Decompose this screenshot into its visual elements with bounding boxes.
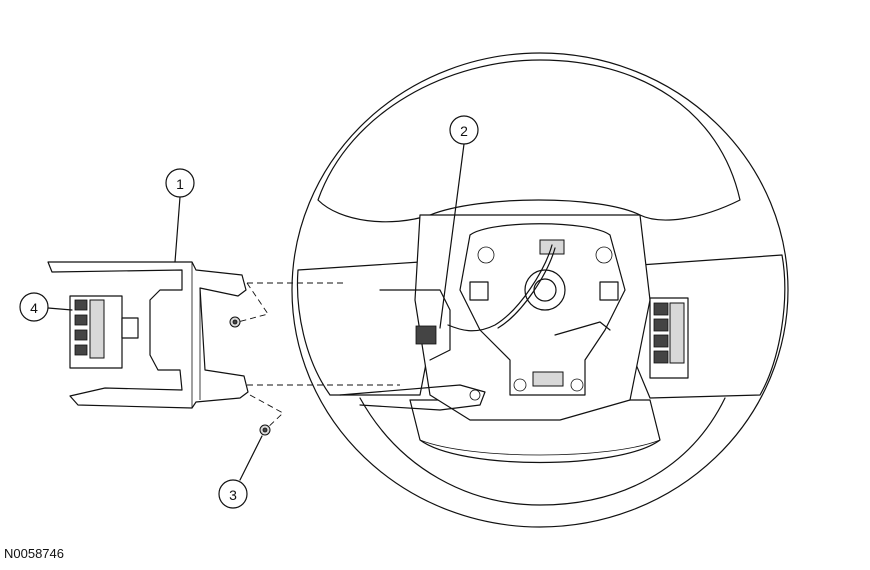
right-switch-rocker bbox=[669, 302, 685, 364]
switch-bezel bbox=[47, 261, 249, 409]
leader-lines bbox=[47, 143, 465, 481]
callout-3: 3 bbox=[218, 479, 248, 509]
callout-4-circle bbox=[19, 292, 49, 322]
hub-left-clip bbox=[469, 281, 489, 301]
right-switch-btn-2 bbox=[653, 318, 669, 332]
left-switch-btn-2 bbox=[74, 314, 88, 326]
left-switch-btn-4 bbox=[74, 344, 88, 356]
wheel-rim-inner-lower bbox=[359, 397, 726, 506]
steering-wheel bbox=[291, 52, 789, 528]
lower-bracket bbox=[339, 384, 486, 411]
lower-spoke-seam bbox=[419, 439, 661, 456]
hub-lower-connector bbox=[532, 371, 564, 387]
callout-2-label: 2 bbox=[460, 123, 468, 139]
callout-2-circle bbox=[449, 115, 479, 145]
screw-upper-head bbox=[232, 319, 238, 325]
right-switch-btn-1 bbox=[653, 302, 669, 316]
right-switch-btn-4 bbox=[653, 350, 669, 364]
right-switch-btn-3 bbox=[653, 334, 669, 348]
callout-4: 4 bbox=[19, 292, 49, 322]
assembly-guides bbox=[237, 282, 400, 431]
left-switch-connector bbox=[121, 317, 139, 339]
wheel-rim-outer bbox=[291, 52, 789, 528]
leader-3 bbox=[239, 435, 263, 481]
callout-3-label: 3 bbox=[229, 487, 237, 503]
right-switch-pack bbox=[649, 297, 689, 379]
callout-1-circle bbox=[165, 168, 195, 198]
leader-4 bbox=[47, 307, 73, 311]
guide-line-upper-screw bbox=[237, 282, 269, 323]
callout-2: 2 bbox=[449, 115, 479, 145]
guide-line-lower-screw bbox=[249, 394, 284, 431]
left-switch-rocker bbox=[89, 299, 105, 359]
hub-center-boss bbox=[524, 269, 566, 311]
leader-1 bbox=[174, 196, 181, 263]
hub-boss-upper-right bbox=[595, 246, 613, 264]
left-switch-btn-1 bbox=[74, 299, 88, 311]
hub-boss-lower-left bbox=[513, 378, 527, 392]
figure-reference-id: N0058746 bbox=[4, 546, 64, 561]
wiring-harness-outline bbox=[497, 247, 556, 329]
screw-lower-head bbox=[262, 427, 268, 433]
wiring-harness bbox=[447, 244, 553, 332]
lower-bracket-bolt bbox=[469, 389, 481, 401]
right-harness bbox=[554, 321, 611, 336]
callout-4-label: 4 bbox=[30, 300, 38, 316]
left-bracket bbox=[379, 289, 451, 361]
clockspring-connector bbox=[415, 325, 437, 345]
callout-3-circle bbox=[218, 479, 248, 509]
hub-right-clip bbox=[599, 281, 619, 301]
callout-1: 1 bbox=[165, 168, 195, 198]
screws bbox=[229, 316, 271, 436]
hub-boss-lower-right bbox=[570, 378, 584, 392]
leader-2 bbox=[439, 143, 465, 329]
wheel-rim-inner-upper bbox=[317, 59, 741, 223]
bezel-outline bbox=[47, 261, 249, 409]
hub-boss-upper-left bbox=[477, 246, 495, 264]
left-switch-pack bbox=[69, 295, 139, 369]
left-spoke bbox=[296, 261, 441, 396]
callout-1-label: 1 bbox=[176, 176, 184, 192]
left-switch-btn-3 bbox=[74, 329, 88, 341]
